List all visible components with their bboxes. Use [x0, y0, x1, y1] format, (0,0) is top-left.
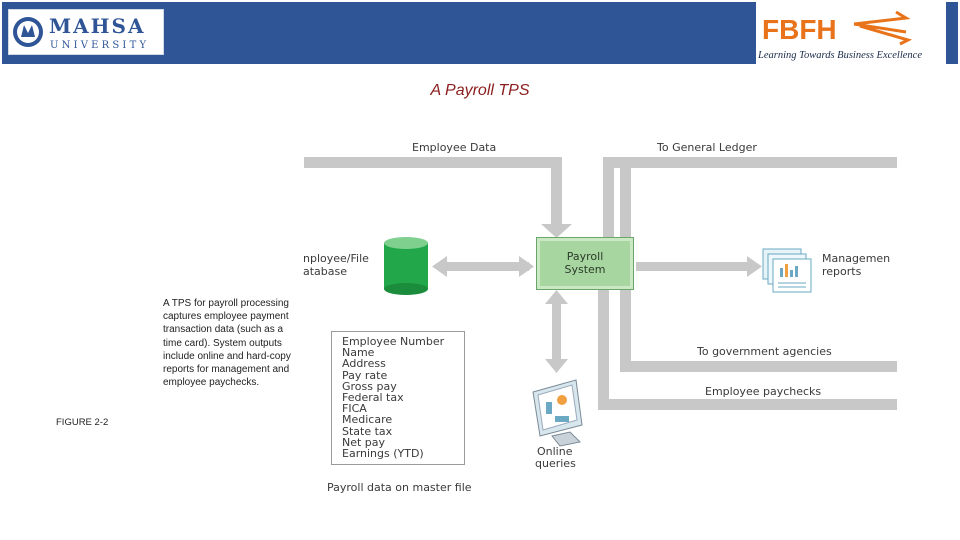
- general-ledger-label: To General Ledger: [657, 141, 757, 154]
- caption-line: captures employee payment: [163, 311, 289, 323]
- field-item: Federal tax: [342, 391, 404, 405]
- master-file-label: Payroll data on master file: [327, 481, 472, 494]
- management-reports-line1: Managemen: [822, 252, 891, 265]
- field-item: Address: [342, 357, 386, 371]
- payroll-system-line2: System: [564, 262, 606, 276]
- caption-line: reports for management and: [163, 364, 290, 376]
- employee-data-flow: [304, 157, 562, 168]
- computer-icon: [532, 379, 583, 447]
- caption-line: A TPS for payroll processing: [163, 298, 289, 309]
- management-arrowhead: [747, 256, 762, 277]
- field-item: Pay rate: [342, 368, 388, 382]
- field-item: Net pay: [342, 435, 386, 449]
- field-item: State tax: [342, 424, 393, 438]
- management-flow: [636, 262, 752, 271]
- online-queries-line1: Online: [537, 445, 573, 458]
- db-arrowhead-right: [519, 256, 534, 277]
- field-item: Employee Number: [342, 335, 445, 348]
- figure-caption: A TPS for payroll processing captures em…: [163, 297, 313, 389]
- mahsa-logo: MAHSA UNIVERSITY: [8, 9, 164, 55]
- master-file-fields: Employee Number Name Address Pay rate Gr…: [331, 331, 465, 465]
- caption-line: include online and hard-copy: [163, 350, 291, 362]
- employee-data-label: Employee Data: [412, 141, 497, 154]
- caption-line: time card). System outputs: [163, 337, 282, 349]
- svg-text:Learning Towards Business Exce: Learning Towards Business Excellence: [757, 50, 922, 61]
- field-item: Earnings (YTD): [342, 447, 424, 461]
- field-item: Name: [342, 346, 375, 360]
- employee-data-arrowhead: [541, 224, 572, 238]
- svg-text:FBFH: FBFH: [762, 14, 837, 45]
- paychecks-down: [598, 290, 609, 402]
- caption-line: employee paychecks.: [163, 377, 260, 389]
- figure-label: FIGURE 2-2: [56, 417, 109, 428]
- field-item: FICA: [342, 402, 367, 416]
- online-query-shaft: [552, 300, 561, 362]
- database-icon: [384, 237, 428, 295]
- caption-line: transaction data (such as a: [163, 324, 284, 336]
- fbfh-logo: FBFH Learning Towards Business Excellenc…: [756, 2, 946, 64]
- online-arrowhead-down: [545, 359, 568, 373]
- field-item: Gross pay: [342, 379, 397, 393]
- general-ledger-flow: [603, 157, 897, 168]
- database-label-line1: nployee/File: [303, 252, 369, 265]
- online-arrowhead-up: [545, 290, 568, 304]
- payroll-system-line1: Payroll: [566, 250, 604, 263]
- management-reports-line2: reports: [822, 265, 862, 278]
- slide-title: A Payroll TPS: [430, 82, 530, 99]
- government-flow: [620, 361, 897, 372]
- svg-text:MAHSA: MAHSA: [49, 14, 146, 38]
- online-queries-line2: queries: [535, 457, 576, 470]
- database-label-line2: atabase: [303, 265, 348, 278]
- db-arrowhead-left: [432, 256, 447, 277]
- general-ledger-up: [603, 157, 614, 239]
- svg-text:UNIVERSITY: UNIVERSITY: [50, 40, 149, 51]
- field-item: Medicare: [342, 413, 393, 427]
- db-payroll-shaft: [444, 262, 529, 271]
- fbfh-logo-graphic: FBFH Learning Towards Business Excellenc…: [757, 10, 922, 61]
- management-reports-icon: [762, 248, 812, 293]
- mahsa-logo-graphic: MAHSA UNIVERSITY: [13, 14, 149, 51]
- government-agencies-label: To government agencies: [697, 345, 832, 358]
- payroll-system-box: Payroll System: [536, 237, 634, 290]
- paychecks-flow: [598, 399, 897, 410]
- employee-paychecks-label: Employee paychecks: [705, 385, 822, 398]
- employee-data-down: [551, 157, 562, 229]
